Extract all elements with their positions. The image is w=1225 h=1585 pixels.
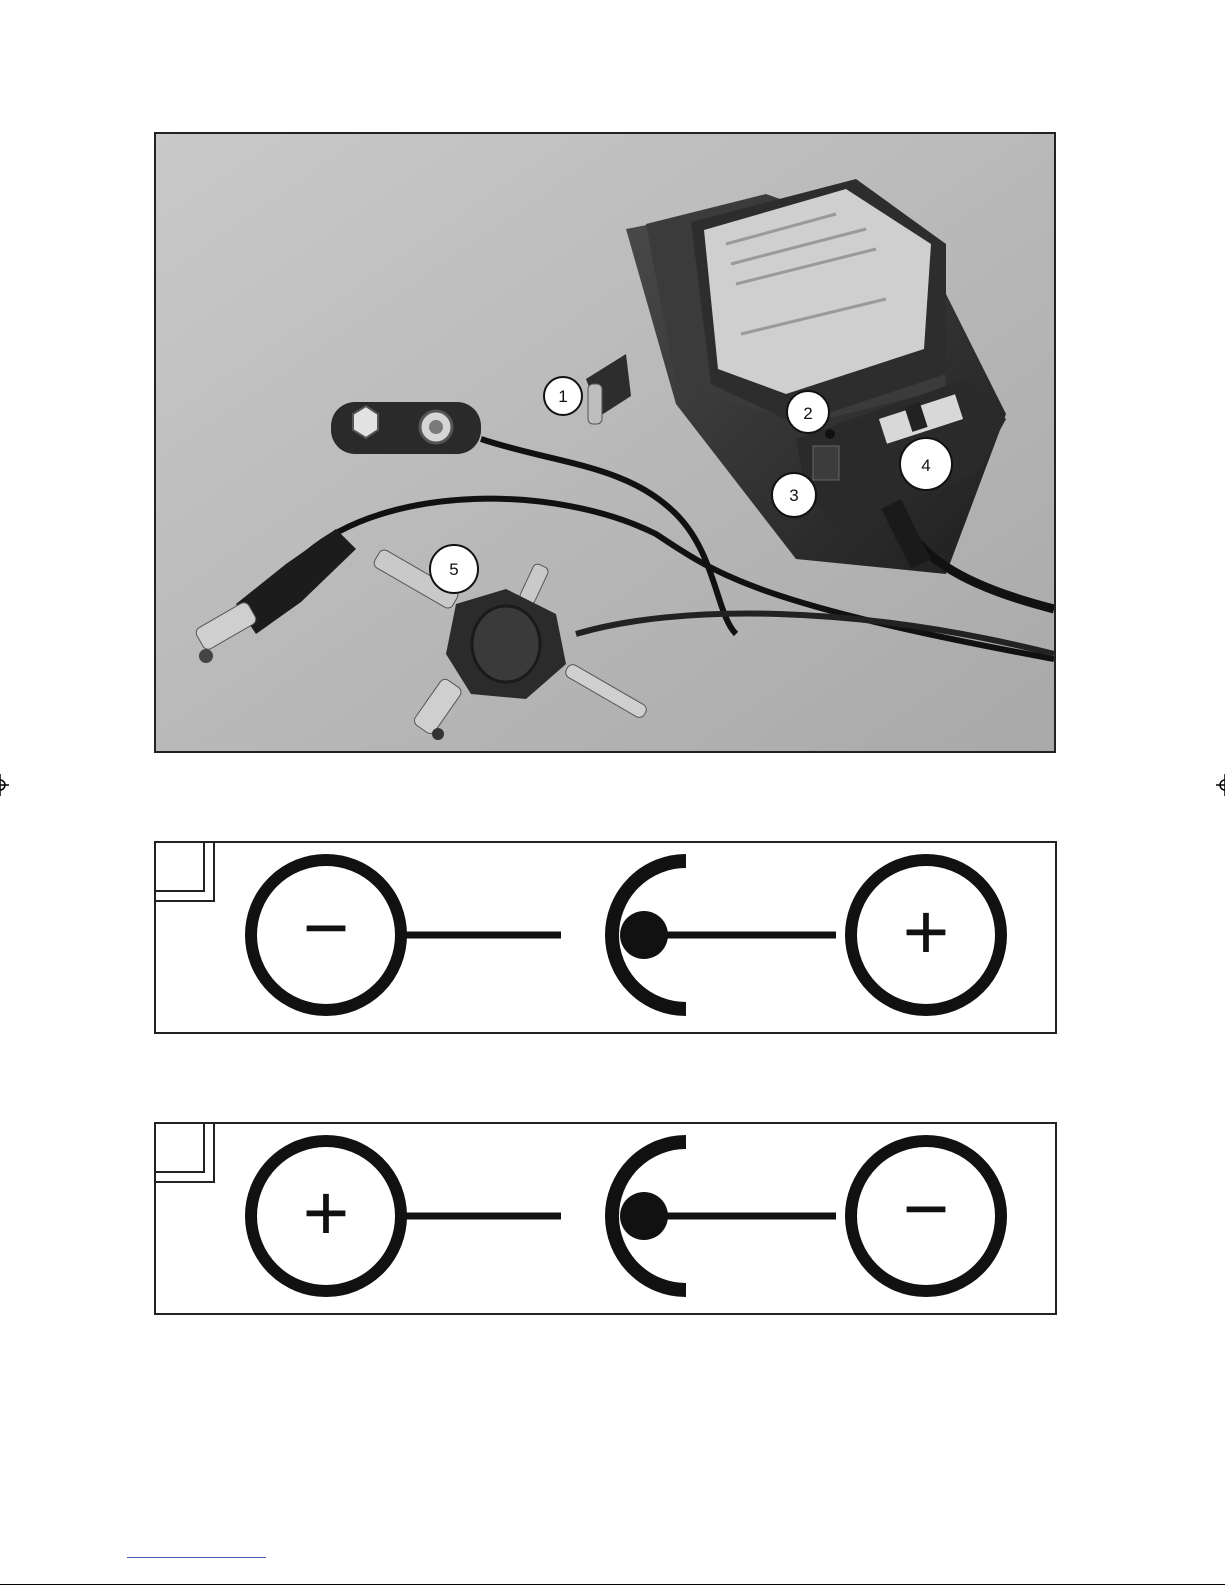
terminal-left-symbol: − <box>303 883 350 972</box>
callout-5-label: 5 <box>449 560 458 579</box>
callout-5: 5 <box>430 545 478 593</box>
callout-2-label: 2 <box>803 404 812 423</box>
adapter-photo: 1 2 3 4 5 <box>154 132 1056 753</box>
polarity-diagram-center-negative: − + <box>154 841 1057 1034</box>
callout-2: 2 <box>787 391 829 433</box>
callout-4-label: 4 <box>921 456 930 475</box>
polarity-diagram-center-positive: + − <box>154 1122 1057 1315</box>
callout-3-label: 3 <box>789 486 798 505</box>
footer-link-underline <box>127 1557 266 1558</box>
callout-3: 3 <box>772 473 816 517</box>
callout-4: 4 <box>900 438 952 490</box>
terminal-right-symbol: + <box>903 887 950 976</box>
dc-plug-center-dot <box>620 1192 668 1240</box>
dc-plug-center-dot <box>620 911 668 959</box>
terminal-left-symbol: + <box>303 1168 350 1257</box>
callout-1-label: 1 <box>558 387 567 406</box>
callout-1: 1 <box>544 377 582 415</box>
terminal-right-symbol: − <box>903 1164 950 1253</box>
registration-mark-right <box>1209 774 1225 796</box>
registration-mark-left <box>0 774 16 796</box>
